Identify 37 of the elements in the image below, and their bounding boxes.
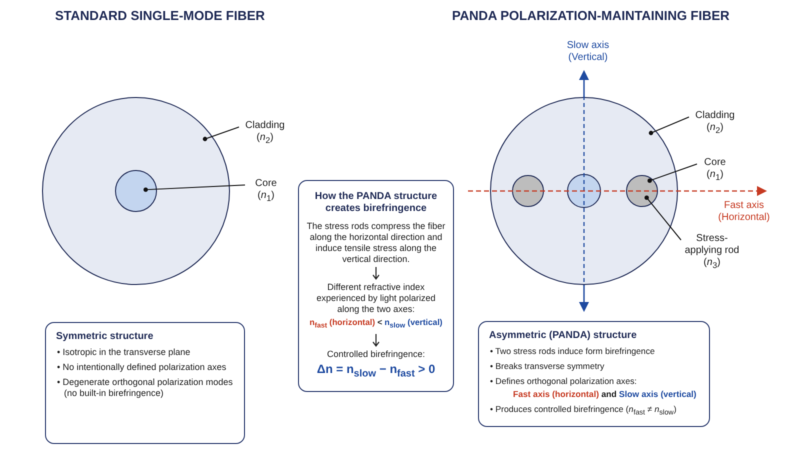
- panel-heading: How the PANDA structure creates birefringence: [314, 191, 438, 215]
- panel-text: Different refractive index experienced by light polarized along the two axes:: [315, 282, 437, 315]
- bullet-item: • No intentionally defined polarization axes: [57, 362, 226, 372]
- leader-line: [202, 126, 240, 142]
- info-panel: [45, 322, 245, 444]
- bullet-item: • Produces controlled birefringence (n$_{fast}$ ≠ n$_{slow}$): [490, 404, 676, 414]
- formula-text: Δn = n$_{slow}$ − n$_{fast}$ > 0: [316, 362, 436, 382]
- part-label: Core (n$_{1}$): [246, 178, 286, 204]
- bullet-item: • Isotropic in the transverse plane: [57, 347, 190, 357]
- leader-line: [144, 184, 246, 192]
- core-circle: [566, 174, 601, 208]
- bullet-item: • Degenerate orthogonal polarization modes (no built-in birefringence): [57, 377, 233, 398]
- part-label: Stress-applying rod (n$_{3}$): [682, 233, 742, 271]
- part-label: Cladding (n$_{2}$): [690, 110, 740, 136]
- axis-label: Fast axis (Horizontal): [717, 200, 771, 224]
- stress-rod-circle: [626, 174, 658, 207]
- bullet-item: • Defines orthogonal polarization axes:: [490, 376, 637, 386]
- panel-heading: Symmetric structure: [56, 331, 154, 343]
- panel-text: Fast axis (horizontal) and Slow axis (vertical): [512, 389, 698, 400]
- part-label: Core (n$_{1}$): [698, 157, 732, 183]
- leader-line: [648, 116, 690, 136]
- panel-title: PANDA POLARIZATION-MAINTAINING FIBER: [452, 8, 730, 23]
- part-label: Cladding (n$_{2}$): [240, 120, 290, 146]
- panel-heading: Asymmetric (PANDA) structure: [489, 330, 638, 342]
- bullet-item: • Two stress rods induce form birefringence: [490, 346, 655, 356]
- info-panel: [298, 180, 454, 392]
- bullet-item: • Breaks transverse symmetry: [490, 361, 604, 371]
- panel-text: The stress rods compress the fiber along the horizontal direction and induce tensile stress along the vertical direction.: [306, 221, 446, 265]
- panel-text: Controlled birefringence:: [326, 348, 426, 360]
- core-circle: [114, 170, 157, 212]
- axis-label: Slow axis (Vertical): [566, 40, 610, 64]
- leader-line: [647, 164, 698, 183]
- leader-line: [644, 196, 682, 240]
- info-panel: [478, 321, 710, 427]
- stress-rod-circle: [512, 174, 544, 207]
- panel-title: STANDARD SINGLE-MODE FIBER: [55, 8, 265, 23]
- panel-text: n$_{fast}$ (horizontal) < n$_{slow}$ (vertical): [308, 317, 444, 332]
